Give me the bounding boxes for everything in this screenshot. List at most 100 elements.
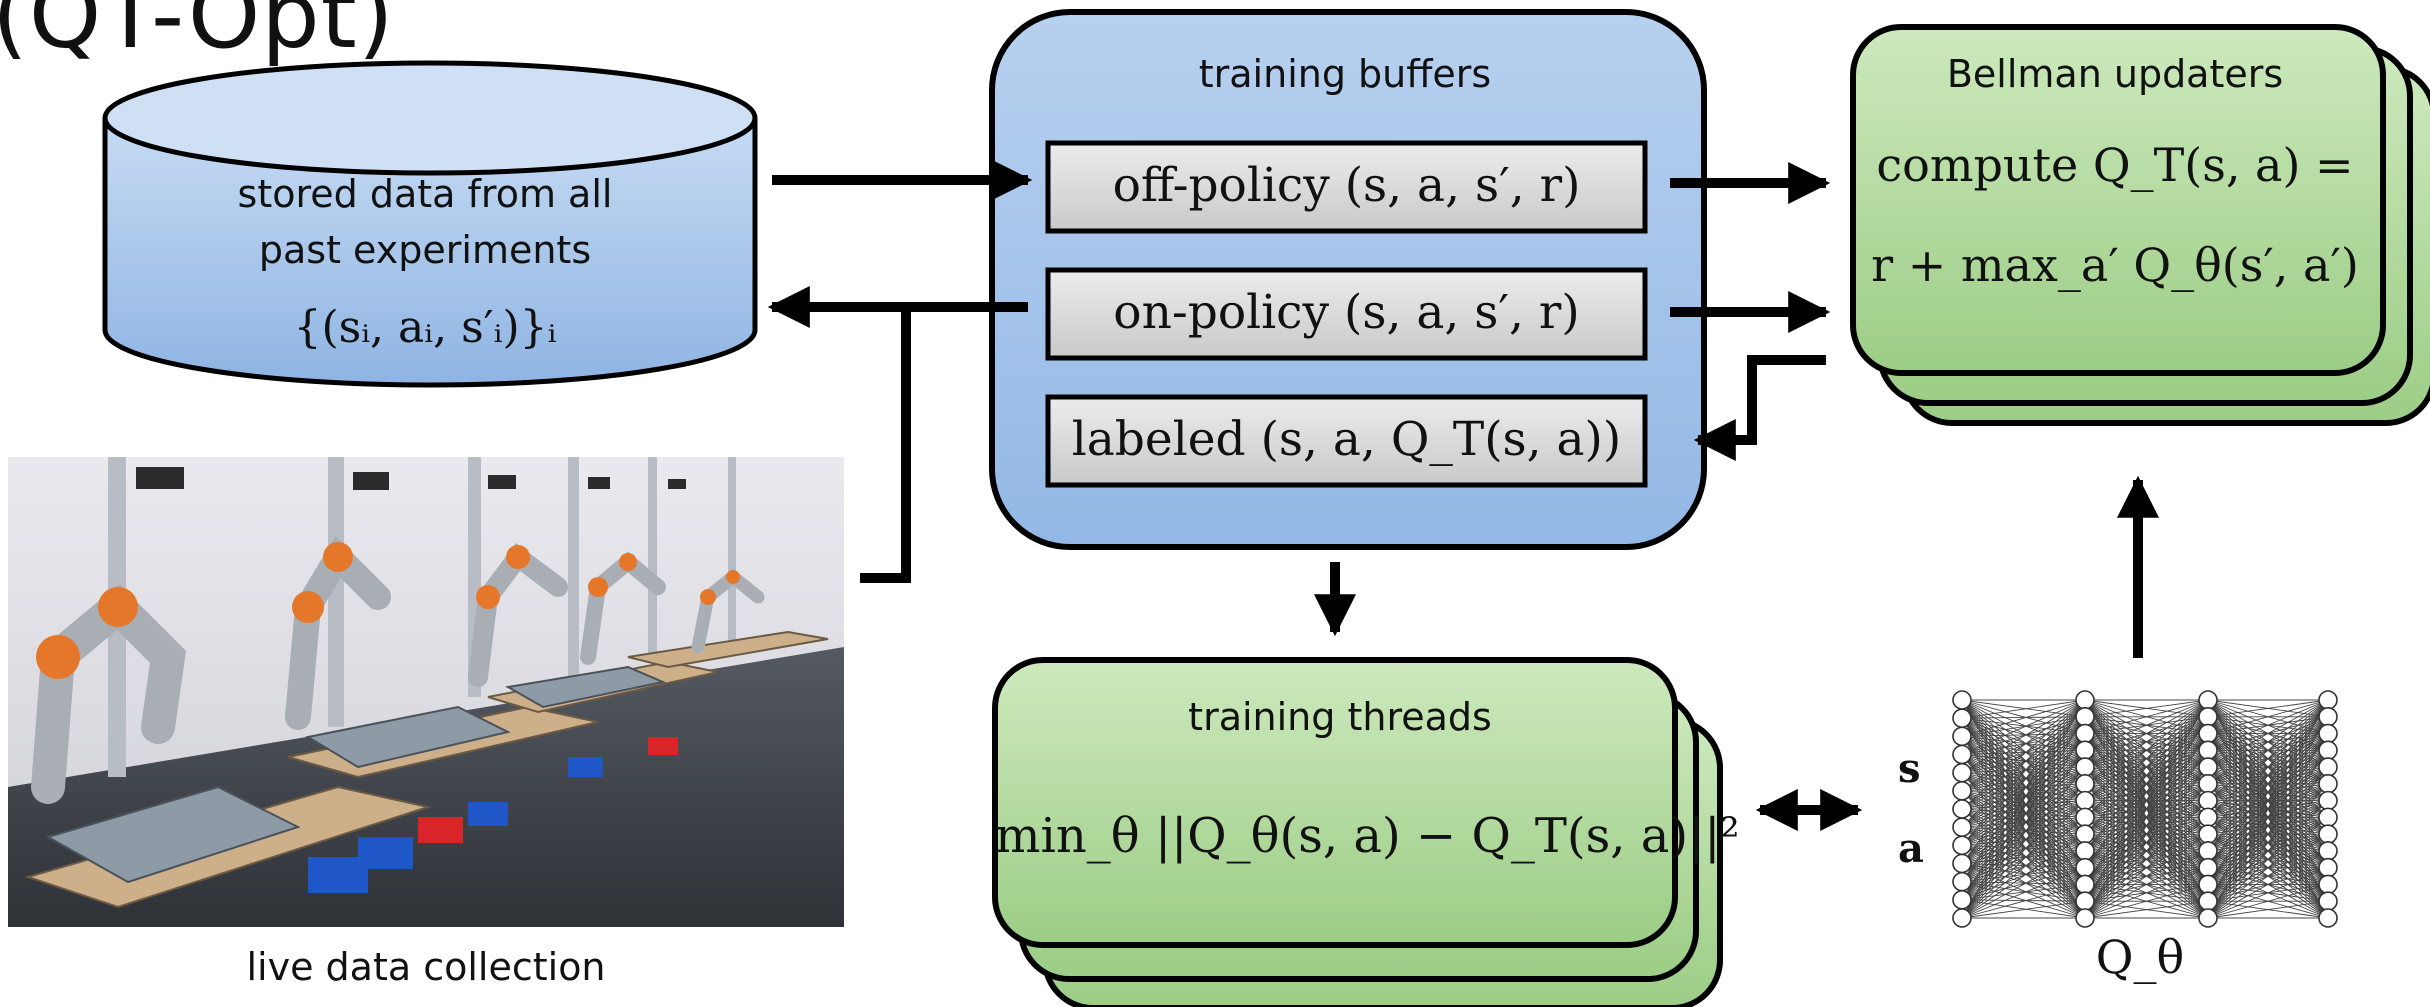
network-edge bbox=[1961, 735, 2086, 802]
network-node bbox=[2075, 774, 2095, 794]
network-edge bbox=[2207, 699, 2329, 902]
buffer-row-offpolicy: off-policy (s, a, s′, r) bbox=[1112, 158, 1581, 213]
network-edge bbox=[1961, 833, 2086, 919]
network-node bbox=[1952, 871, 1972, 892]
network-edge bbox=[1961, 717, 2086, 852]
network-edge bbox=[1961, 736, 2086, 852]
network-edge bbox=[1961, 884, 2086, 919]
bellman-line2: r + max_a′ Q_θ(s′, a′) bbox=[1871, 238, 2359, 292]
bellman-stack bbox=[1850, 24, 2430, 426]
network-node bbox=[2318, 790, 2338, 811]
network-node bbox=[2318, 891, 2338, 912]
network-node bbox=[1952, 708, 1972, 728]
network-node bbox=[2318, 874, 2338, 895]
network-edge bbox=[1961, 816, 2086, 828]
network-edge bbox=[1961, 790, 2086, 852]
network-edge bbox=[2207, 750, 2329, 919]
network-edge bbox=[1961, 850, 2086, 883]
network-edge bbox=[1961, 833, 2086, 883]
network-edge bbox=[1961, 749, 2086, 828]
network-edge bbox=[1961, 699, 2086, 768]
network-edge bbox=[1961, 772, 2086, 785]
network-edge bbox=[1961, 850, 2086, 919]
network-edge bbox=[1961, 808, 2086, 835]
network-edge bbox=[1961, 699, 2086, 835]
network-edge bbox=[1961, 783, 2086, 919]
network-edge bbox=[2207, 699, 2329, 818]
network-node bbox=[2198, 824, 2218, 844]
network-edge bbox=[1961, 733, 2086, 919]
network-edge bbox=[2084, 699, 2209, 818]
network-node bbox=[2075, 874, 2095, 895]
network-edge bbox=[2084, 850, 2209, 919]
network-edge bbox=[2207, 699, 2329, 785]
network-edge bbox=[1961, 716, 2086, 774]
network-edge bbox=[1961, 750, 2086, 919]
network-node bbox=[2075, 757, 2095, 777]
network-edge bbox=[1961, 733, 2086, 774]
photo-caption: live data collection bbox=[246, 945, 606, 989]
network-node bbox=[2198, 723, 2218, 744]
network-edge bbox=[1961, 699, 2086, 785]
network-edge bbox=[1961, 816, 2086, 846]
network-edge bbox=[1961, 699, 2086, 755]
network-edge bbox=[2207, 867, 2329, 919]
network-edge bbox=[1961, 716, 2086, 919]
network-edge bbox=[1961, 899, 2086, 919]
network-edge bbox=[1961, 790, 2086, 869]
network-node bbox=[2198, 857, 2218, 878]
arrows bbox=[767, 159, 2159, 831]
network-edge bbox=[2207, 783, 2329, 919]
network-node bbox=[2318, 807, 2338, 828]
network-edge bbox=[2084, 833, 2209, 919]
network-edge bbox=[1961, 826, 2086, 835]
network-node bbox=[2198, 740, 2218, 761]
network-edge bbox=[2207, 699, 2329, 801]
network-edge bbox=[2207, 699, 2329, 885]
network-edge bbox=[1961, 826, 2086, 852]
network-edge bbox=[1961, 808, 2086, 869]
network-edge bbox=[1961, 699, 2086, 864]
network-node bbox=[2198, 774, 2218, 794]
network-edge bbox=[2207, 699, 2329, 852]
network-edge bbox=[2084, 699, 2209, 801]
network-edge bbox=[1961, 800, 2086, 828]
network-node bbox=[1952, 853, 1972, 874]
buffer-row-labeled: labeled (s, a, Q_T(s, a)) bbox=[1071, 412, 1622, 467]
network-node bbox=[1952, 799, 1972, 819]
network-node bbox=[1952, 762, 1972, 783]
buffer-row-box-offpolicy bbox=[1045, 140, 1648, 234]
network-edge bbox=[1961, 733, 2086, 810]
network-node bbox=[2075, 740, 2095, 761]
network-node bbox=[2075, 690, 2095, 710]
network-edge bbox=[2207, 716, 2329, 919]
network-node bbox=[1952, 744, 1972, 765]
network-edge bbox=[1961, 717, 2086, 818]
network-edge bbox=[1961, 716, 2086, 755]
network-node bbox=[2198, 757, 2218, 777]
network-node bbox=[2318, 824, 2338, 844]
network-edge bbox=[2084, 750, 2209, 919]
network-edge bbox=[1961, 800, 2086, 901]
network-edge bbox=[1961, 749, 2086, 846]
network-edge bbox=[1961, 716, 2086, 719]
network-edge bbox=[1961, 735, 2086, 835]
network-edge bbox=[1961, 717, 2086, 835]
network-edge bbox=[1961, 754, 2086, 852]
network-edge bbox=[2207, 699, 2329, 835]
network-edge bbox=[1961, 884, 2086, 901]
network-edge bbox=[1961, 867, 2086, 901]
network-edge bbox=[1961, 900, 2086, 919]
network-edge bbox=[2207, 833, 2329, 919]
network-node bbox=[1952, 690, 1972, 710]
bellman-title: Bellman updaters bbox=[1946, 52, 2284, 96]
network-edge bbox=[1961, 766, 2086, 846]
network-edge bbox=[1961, 699, 2086, 718]
network-edge bbox=[1961, 699, 2086, 828]
network-edge bbox=[2207, 699, 2329, 919]
network-edge bbox=[1961, 716, 2086, 737]
network-edge bbox=[1961, 783, 2086, 864]
threads-stack bbox=[992, 657, 1723, 1007]
network-node bbox=[2075, 706, 2095, 727]
network-node bbox=[1952, 726, 1972, 747]
